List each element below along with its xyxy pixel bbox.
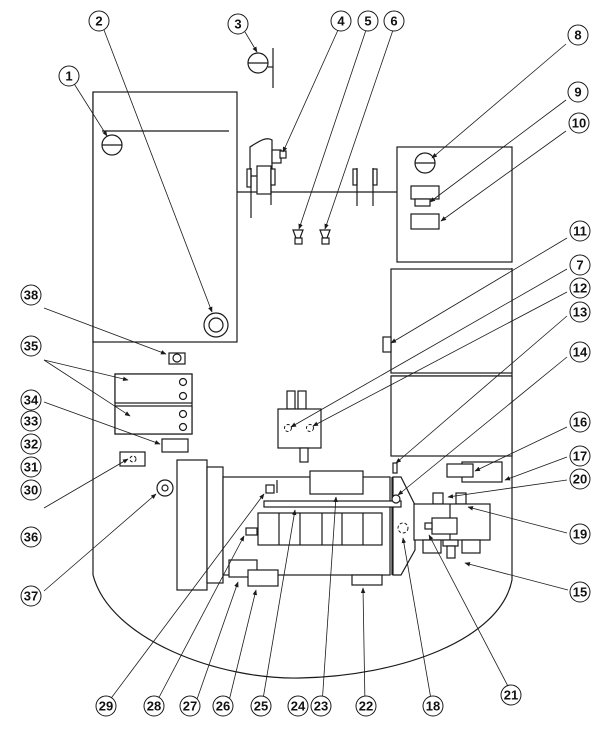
callout-label: 15 — [573, 585, 587, 600]
callout-23: 23 — [310, 695, 332, 717]
callout-label: 23 — [314, 699, 328, 714]
callout-15: 15 — [569, 581, 591, 603]
drain-37-icon — [156, 479, 174, 497]
callout-11: 11 — [569, 220, 591, 242]
component-36 — [119, 451, 146, 467]
battery-pair — [114, 373, 193, 435]
callout-6: 6 — [383, 10, 405, 32]
callout-label: 1 — [65, 69, 72, 84]
callout-27: 27 — [179, 695, 201, 717]
callout-label: 8 — [574, 28, 581, 43]
callout-13: 13 — [569, 301, 591, 323]
callout-label: 22 — [359, 699, 373, 714]
right-middle-compartments — [382, 268, 513, 457]
shaft-assembly — [237, 138, 398, 218]
callout-25: 25 — [250, 695, 272, 717]
callout-label: 3 — [234, 17, 241, 32]
callout-label: 10 — [572, 116, 586, 131]
callout-label: 33 — [24, 414, 38, 429]
central-manifold — [277, 390, 322, 463]
callout-label: 19 — [573, 527, 587, 542]
callout-20: 20 — [569, 468, 591, 490]
callout-7: 7 — [569, 254, 591, 276]
callout-label: 14 — [573, 345, 588, 360]
callout-24: 24 — [287, 695, 309, 717]
callout-32: 32 — [20, 433, 42, 455]
callout-label: 18 — [426, 699, 440, 714]
callout-8: 8 — [567, 24, 589, 46]
callout-label: 25 — [254, 699, 268, 714]
callout-label: 32 — [24, 437, 38, 452]
callout-26: 26 — [212, 695, 234, 717]
callout-38: 38 — [20, 284, 42, 306]
gauge-1-icon — [101, 134, 123, 156]
nozzle-6-icon — [319, 229, 331, 245]
upper-left-tank — [92, 91, 238, 343]
callout-label: 11 — [573, 224, 587, 239]
callout-label: 4 — [337, 14, 345, 29]
callout-1: 1 — [58, 65, 80, 87]
callout-label: 26 — [216, 699, 230, 714]
callout-label: 16 — [573, 415, 587, 430]
callout-label: 38 — [24, 288, 38, 303]
callout-label: 13 — [573, 305, 587, 320]
callout-label: 5 — [364, 14, 371, 29]
callout-3: 3 — [227, 13, 249, 35]
pump-assembly — [413, 492, 491, 559]
callout-label: 27 — [183, 699, 197, 714]
leader-lines — [43, 29, 569, 706]
callout-36: 36 — [20, 526, 42, 548]
callout-18: 18 — [422, 695, 444, 717]
callout-label: 17 — [573, 449, 587, 464]
engine-assembly — [176, 459, 416, 591]
callout-label: 37 — [24, 589, 38, 604]
callout-9: 9 — [567, 81, 589, 103]
callout-label: 30 — [24, 483, 38, 498]
callout-30: 30 — [20, 479, 42, 501]
callout-12: 12 — [569, 277, 591, 299]
callout-35: 35 — [20, 335, 42, 357]
right-upper-panel — [396, 146, 513, 263]
callout-label: 20 — [573, 472, 587, 487]
callout-28: 28 — [143, 695, 165, 717]
callout-14: 14 — [569, 341, 591, 363]
callout-4: 4 — [330, 10, 352, 32]
small-fitting-38-icon — [168, 352, 186, 365]
callout-29: 29 — [95, 695, 117, 717]
callout-31: 31 — [20, 456, 42, 478]
callout-label: 35 — [24, 339, 38, 354]
callout-label: 29 — [99, 699, 113, 714]
gauge-3-icon — [247, 48, 274, 88]
callout-34: 34 — [20, 389, 42, 411]
callout-19: 19 — [569, 523, 591, 545]
callout-label: 34 — [24, 393, 39, 408]
callout-21: 21 — [500, 684, 522, 706]
callout-label: 31 — [24, 460, 38, 475]
callout-22: 22 — [355, 695, 377, 717]
nozzle-5-icon — [292, 229, 304, 245]
callout-17: 17 — [569, 445, 591, 467]
component-16-17 — [446, 461, 503, 483]
callout-label: 9 — [574, 85, 581, 100]
callout-label: 2 — [95, 14, 102, 29]
callout-label: 6 — [390, 14, 397, 29]
callout-16: 16 — [569, 411, 591, 433]
callout-label: 24 — [291, 699, 306, 714]
callout-2: 2 — [88, 10, 110, 32]
callout-10: 10 — [568, 112, 590, 134]
callout-label: 28 — [147, 699, 161, 714]
callout-label: 21 — [504, 688, 518, 703]
callout-5: 5 — [357, 10, 379, 32]
callout-label: 12 — [573, 281, 587, 296]
callout-37: 37 — [20, 585, 42, 607]
fill-port-icon — [203, 312, 229, 338]
callout-33: 33 — [20, 410, 42, 432]
callout-label: 36 — [24, 530, 38, 545]
callout-label: 7 — [576, 258, 583, 273]
component-34 — [161, 438, 189, 453]
